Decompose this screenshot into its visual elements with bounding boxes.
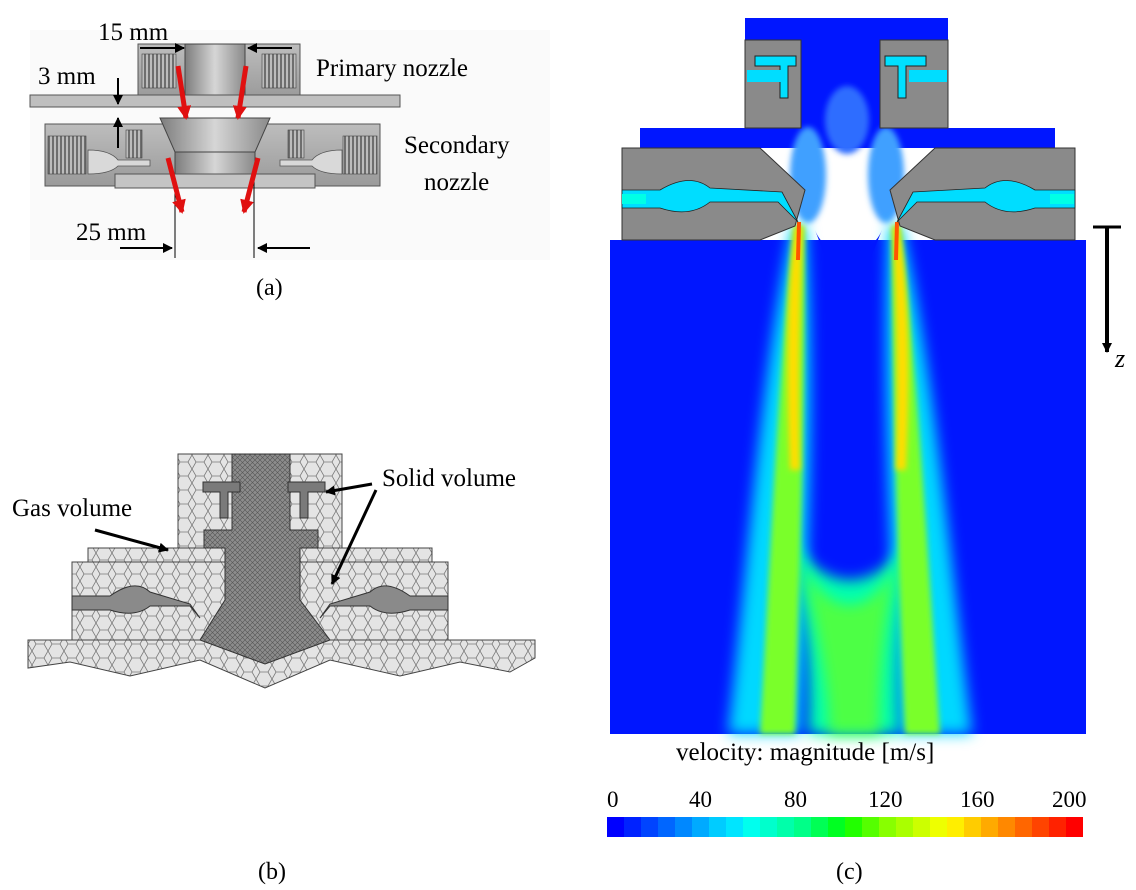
colorbar-swatch (879, 817, 896, 837)
colorbar-swatch (692, 817, 709, 837)
colorbar-swatch (1049, 817, 1066, 837)
panel-a-drawing (29, 30, 550, 260)
panel-b-mesh (27, 453, 536, 689)
panel-c-caption: (c) (836, 859, 863, 885)
colorbar-swatch (828, 817, 845, 837)
secondary-nozzle-label-line1: Secondary (404, 132, 510, 159)
colorbar-swatch (947, 817, 964, 837)
colorbar-swatch (709, 817, 726, 837)
colorbar-swatch (675, 817, 692, 837)
z-axis-label: z (1115, 344, 1126, 373)
colorbar-tick: 160 (960, 787, 995, 812)
solid-volume-label: Solid volume (382, 465, 517, 492)
colorbar-swatch (845, 817, 862, 837)
colorbar-swatch (641, 817, 658, 837)
dim-25mm-label: 25 mm (76, 219, 147, 246)
colorbar-swatch (862, 817, 879, 837)
colorbar-swatch (896, 817, 913, 837)
colorbar-swatch (658, 817, 675, 837)
colorbar-swatch (607, 817, 624, 837)
colorbar-swatch (760, 817, 777, 837)
colorbar-tick: 0 (607, 787, 619, 812)
colorbar-tick: 200 (1052, 787, 1087, 812)
colorbar-tick: 40 (689, 787, 712, 812)
colorbar-swatch (981, 817, 998, 837)
colorbar-swatch (1032, 817, 1049, 837)
secondary-nozzle-label-line2: nozzle (424, 169, 490, 196)
colorbar (607, 817, 1083, 837)
dim-15mm-label: 15 mm (98, 19, 169, 46)
panel-a-caption: (a) (256, 275, 283, 301)
colorbar-swatch (1015, 817, 1032, 837)
colorbar-swatch (777, 817, 794, 837)
primary-nozzle-label: Primary nozzle (316, 55, 469, 82)
colorbar-swatch (726, 817, 743, 837)
panel-b-caption: (b) (258, 859, 286, 885)
colorbar-title: velocity: magnitude [m/s] (676, 739, 935, 766)
colorbar-swatch (930, 817, 947, 837)
colorbar-swatch (624, 817, 641, 837)
colorbar-swatch (794, 817, 811, 837)
colorbar-swatch (964, 817, 981, 837)
colorbar-tick: 80 (784, 787, 807, 812)
colorbar-swatch (1066, 817, 1083, 837)
colorbar-tick: 120 (868, 787, 903, 812)
panel-c-contour (610, 18, 1121, 734)
dim-3mm-label: 3 mm (38, 63, 96, 90)
colorbar-swatch (998, 817, 1015, 837)
gas-volume-label: Gas volume (12, 495, 133, 522)
colorbar-swatch (743, 817, 760, 837)
colorbar-swatch (811, 817, 828, 837)
colorbar-swatch (913, 817, 930, 837)
